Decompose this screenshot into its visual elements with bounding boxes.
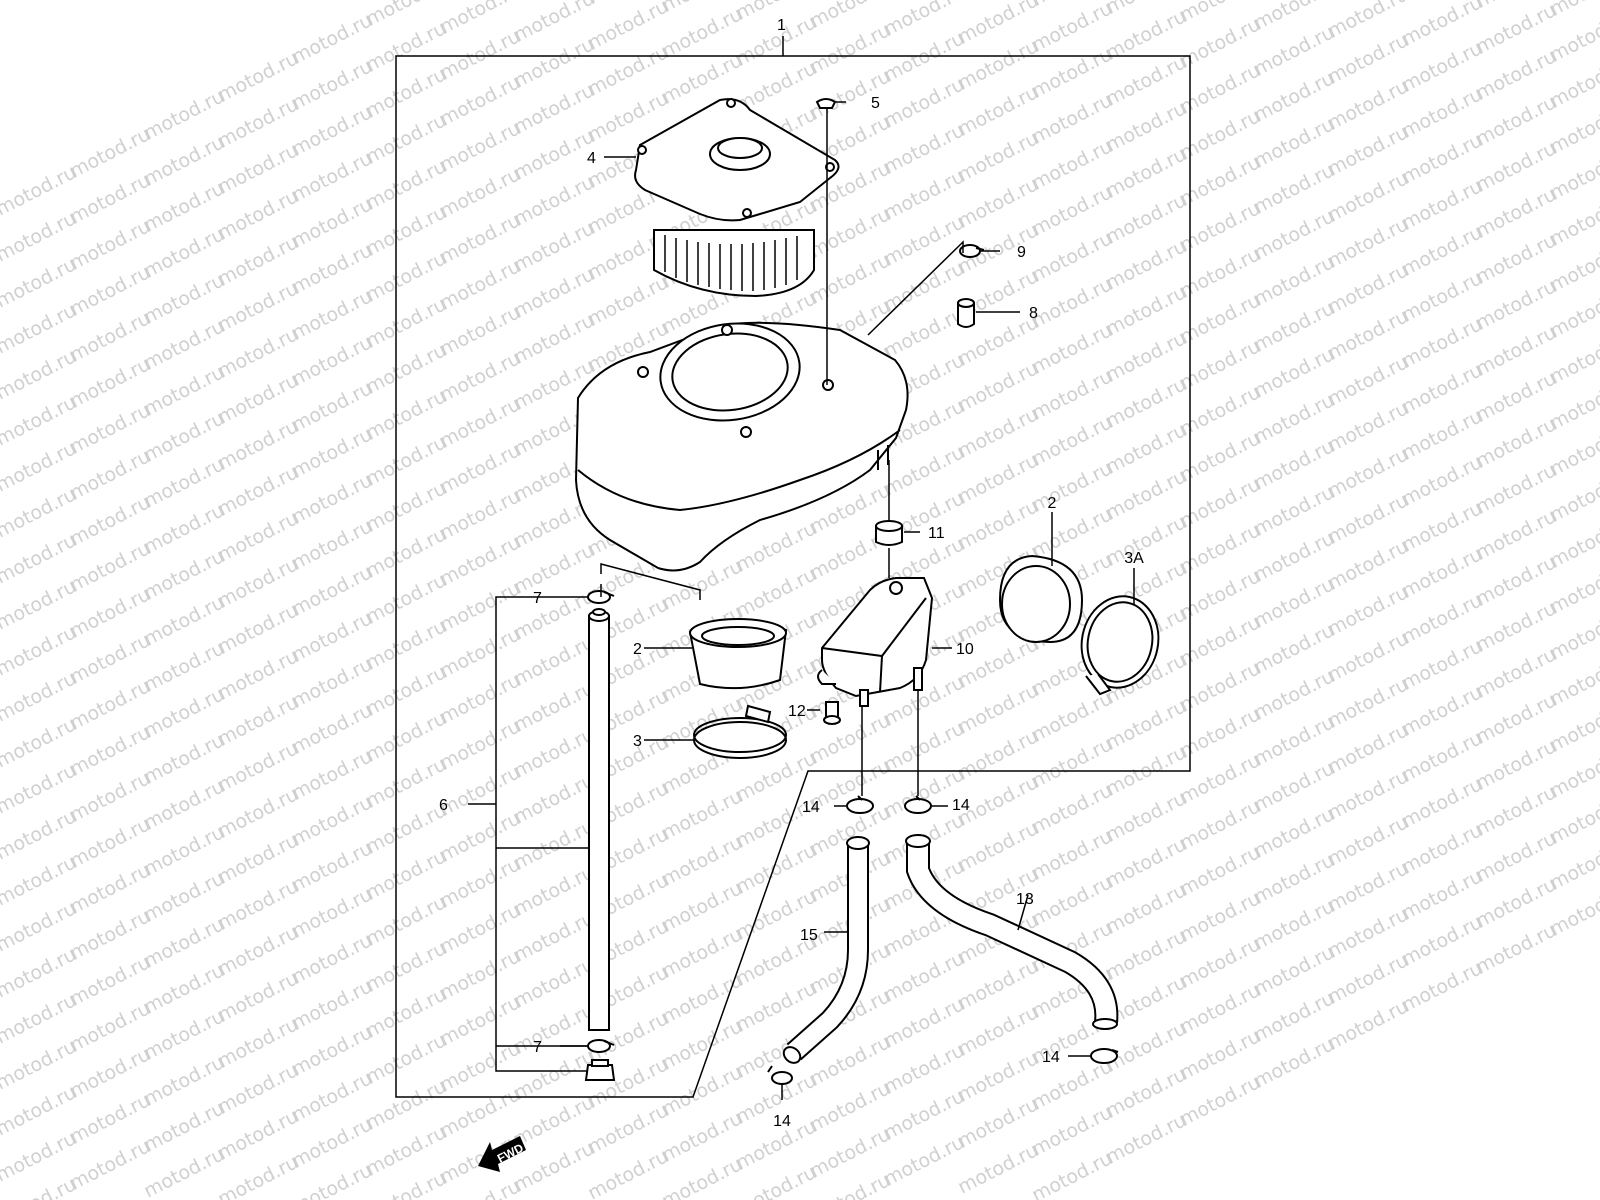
intake-boot-2-right: [998, 554, 1084, 644]
callout-12: 12: [788, 703, 806, 720]
callout-6: 6: [439, 797, 448, 814]
callout-3a: 3A: [1124, 550, 1144, 567]
hose-15: [782, 836, 870, 1064]
leader-lines: [468, 101, 1135, 1100]
watermark-text: motod.ru: [1546, 0, 1600, 20]
callout-7-top: 7: [533, 590, 542, 607]
callout-9: 9: [1017, 244, 1026, 261]
callout-3: 3: [633, 733, 642, 750]
callout-11: 11: [928, 525, 945, 542]
callout-10: 10: [956, 641, 974, 658]
callout-14-d: 14: [773, 1113, 791, 1130]
callout-14-b: 14: [952, 797, 970, 814]
clip-7-bottom: [587, 1039, 615, 1053]
clip-9: [959, 244, 985, 258]
callout-5: 5: [871, 95, 880, 112]
callout-7-bottom: 7: [533, 1039, 542, 1056]
grommet-11: [875, 520, 903, 546]
callout-4: 4: [587, 150, 596, 167]
callout-15: 15: [800, 927, 818, 944]
drain-plug: [584, 1059, 616, 1081]
callout-2-left: 2: [633, 641, 642, 658]
drain-hose-6: [588, 608, 610, 1031]
intake-boot-2-left: [688, 618, 788, 690]
clip-14-a: [846, 795, 874, 814]
assembly-frame: [395, 36, 1191, 1098]
clip-14-d: [767, 1065, 793, 1085]
clip-14-c: [1090, 1048, 1119, 1064]
clip-14-b: [904, 795, 932, 814]
callouts: 1 4 5 9 8 11 2 3A 10 12 7 2 3 6 14 14 13…: [439, 17, 1144, 1130]
bolt-12: [823, 701, 841, 725]
air-filter-element: [634, 98, 840, 298]
callout-2-right: 2: [1048, 495, 1057, 512]
air-cleaner-case: [574, 321, 909, 572]
callout-8: 8: [1029, 305, 1038, 322]
drain-tank-10: [817, 577, 934, 707]
callout-13: 13: [1016, 891, 1034, 908]
screw-5: [815, 98, 837, 122]
hose-13: [905, 834, 1119, 1030]
cap-8: [957, 298, 975, 328]
callout-14-a: 14: [802, 799, 820, 816]
callout-14-c: 14: [1042, 1049, 1060, 1066]
clamp-3a: [1080, 595, 1160, 696]
callout-1: 1: [777, 17, 786, 34]
